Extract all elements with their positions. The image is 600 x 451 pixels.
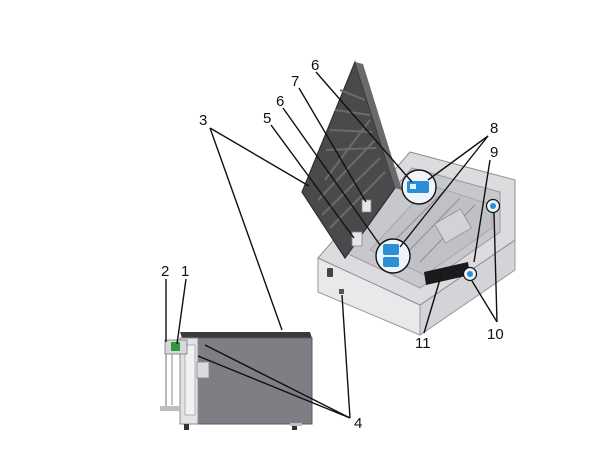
paper-slot bbox=[424, 262, 470, 285]
callout-2: 2 bbox=[161, 263, 169, 280]
blue-circle-lower bbox=[375, 238, 411, 274]
callout-1: 1 bbox=[181, 263, 189, 280]
callout-3: 3 bbox=[199, 112, 207, 129]
finisher-top bbox=[180, 332, 312, 338]
leader-lines bbox=[165, 71, 498, 419]
main-unit bbox=[301, 60, 516, 336]
callout-11: 11 bbox=[415, 335, 431, 352]
callout-5: 5 bbox=[263, 110, 271, 127]
callout-8: 8 bbox=[490, 120, 498, 137]
callout-4: 4 bbox=[354, 415, 362, 432]
callout-labels: 1 2 3 4 5 6 6 7 8 9 10 11 bbox=[161, 57, 504, 432]
callout-10: 10 bbox=[487, 326, 504, 343]
finisher-side-panel bbox=[196, 337, 313, 425]
finisher-unit bbox=[160, 332, 313, 430]
callout-7: 7 bbox=[291, 73, 299, 90]
callout-9: 9 bbox=[490, 144, 498, 161]
blue-circle-upper bbox=[401, 169, 437, 205]
callout-6-middle: 6 bbox=[276, 93, 284, 110]
callout-6-upper: 6 bbox=[311, 57, 319, 74]
side-port bbox=[327, 268, 333, 277]
